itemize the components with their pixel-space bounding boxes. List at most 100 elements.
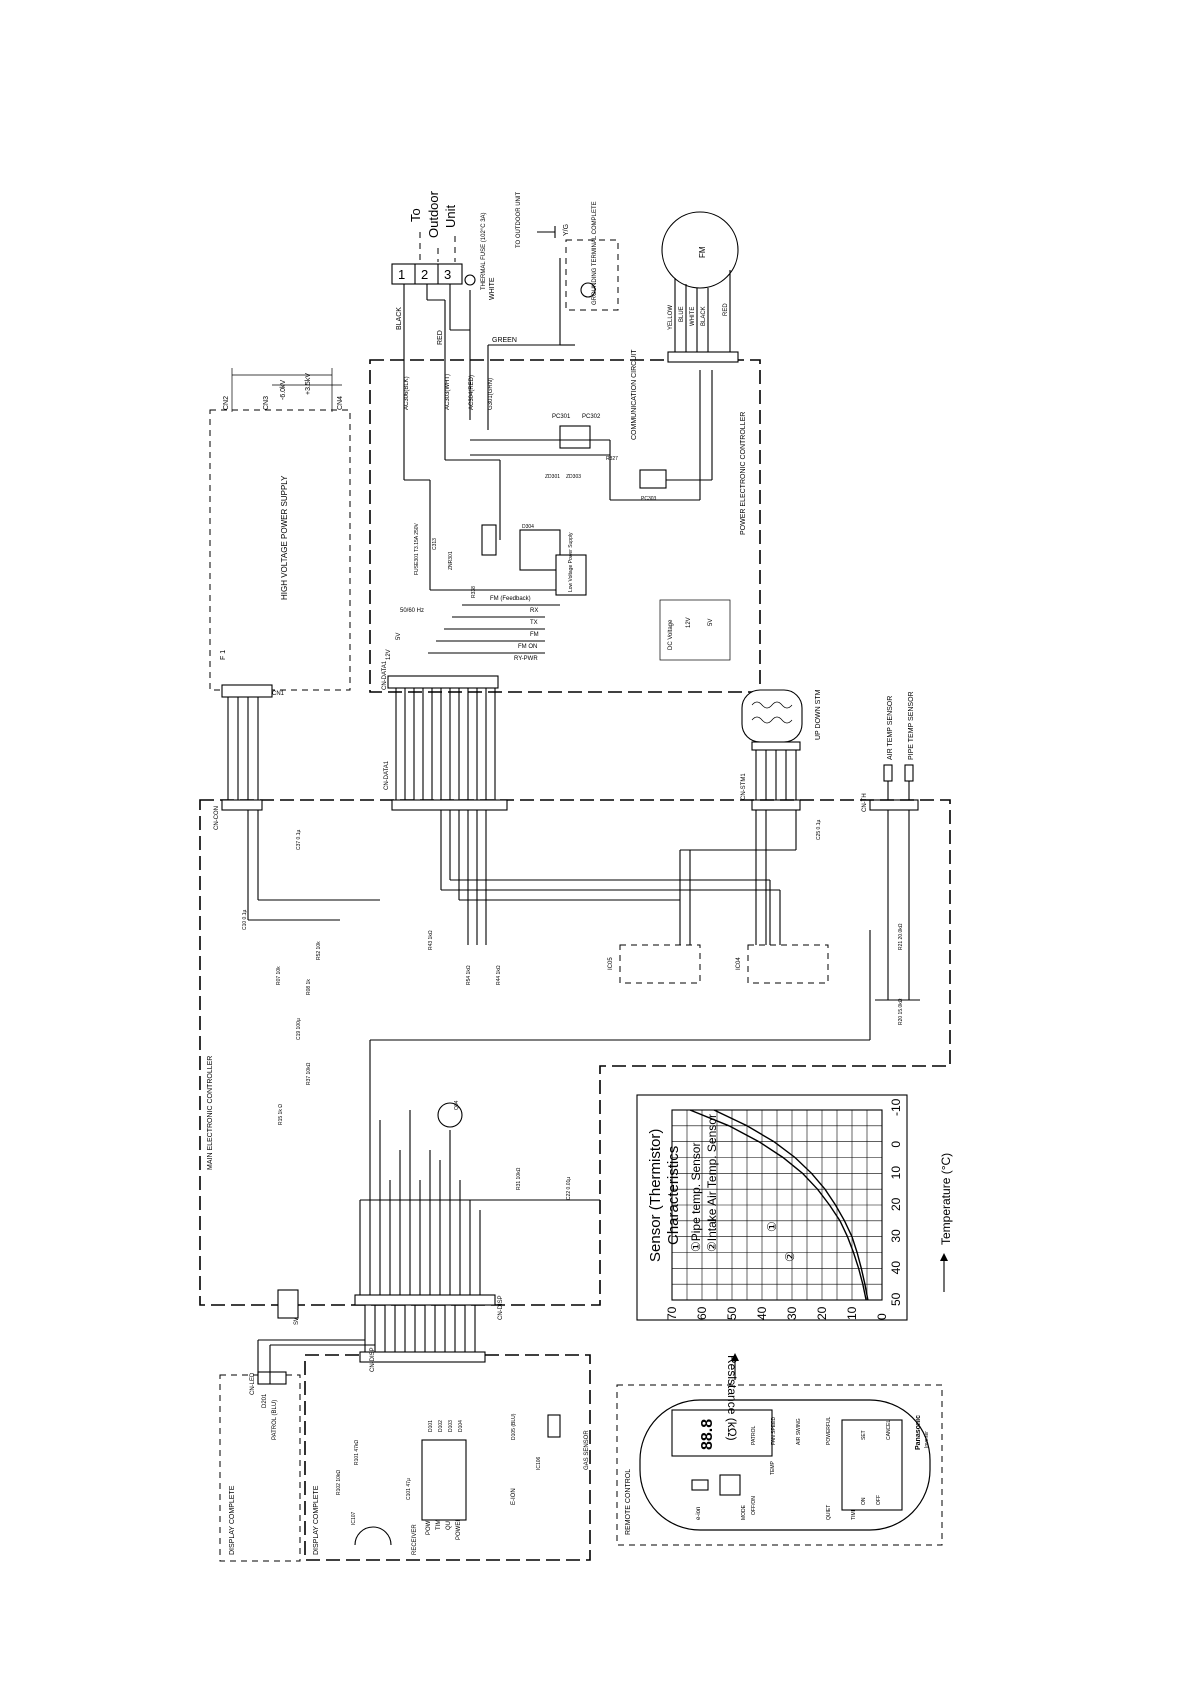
fm-wire-yellow: YELLOW	[668, 305, 674, 330]
cn3-label: CN3	[263, 396, 270, 410]
stepping-motor: UP DOWN STM CN-STM1	[741, 689, 822, 811]
pc-cn-data1	[387, 675, 499, 689]
high-voltage-power-supply: HIGH VOLTAGE POWER SUPPLY CN2 CN3 CN4 -6…	[209, 368, 351, 698]
part-r43: R43 1kΩ	[428, 930, 434, 950]
pc-5v: 5V	[396, 633, 402, 640]
part-r20: R20 15.0kΩ	[898, 998, 904, 1025]
fm-feedback-label: FM (Feedback)	[490, 596, 531, 602]
ic04-label: IC04	[736, 957, 742, 970]
remote-btn-cancel[interactable]: CANCEL	[886, 1419, 892, 1440]
remote-btn-air-swing[interactable]: AIR SWING	[796, 1418, 802, 1445]
minus-6kv-label: -6.0kV	[280, 379, 287, 400]
remote-btn-powerful[interactable]: POWERFUL	[826, 1416, 832, 1445]
x-tick-label: 20	[889, 1197, 903, 1211]
air-temp-sensor-label: AIR TEMP SENSOR	[887, 696, 894, 760]
x-tick-label: 10	[889, 1166, 903, 1180]
patrol-led-label: PATROL (BLU)	[272, 1400, 278, 1440]
d105-label: D105 (BLU)	[511, 1413, 517, 1440]
remote-btn-on[interactable]: ON	[861, 1497, 867, 1505]
led-label-box	[421, 1439, 467, 1521]
znr301-label: ZNR301	[448, 551, 454, 570]
outdoor-terminal-block: To Outdoor Unit 1 2 3 THERMAL FUSE (102°…	[391, 190, 619, 346]
remote-btn-fan-speed[interactable]: FAN SPEED	[771, 1417, 777, 1445]
dc-voltage-legend	[659, 599, 731, 661]
plus-35kv-label: +3.5kV	[305, 373, 312, 395]
cn-led-label: CN-LED	[250, 1372, 256, 1395]
chart-title-line2: Characteristics	[665, 1146, 682, 1245]
display-cable-main	[359, 1110, 481, 1295]
remote-btn-offon[interactable]: OFF/ON	[751, 1496, 757, 1515]
chart-title-line1: Sensor (Thermistor)	[647, 1129, 664, 1262]
y-tick-label: 50	[725, 1306, 739, 1320]
terminal-1: 1	[398, 267, 405, 282]
chart-ylabel: Resistance (kΩ)	[725, 1355, 739, 1441]
ic107-label: IC107	[351, 1511, 357, 1525]
series-intake-air-curve	[713, 1109, 869, 1301]
pc-12v: 12V	[386, 649, 392, 660]
c313-label: C313	[432, 538, 438, 550]
remote-btn-patrol[interactable]: PATROL	[751, 1426, 757, 1445]
remote-btn-timer[interactable]: TIMER	[851, 1504, 857, 1520]
signal-fm: FM	[530, 632, 539, 638]
chart-grid	[671, 1109, 883, 1301]
remote-btn-set[interactable]: SET	[861, 1430, 867, 1440]
remote-btn-e-ion[interactable]: e-ion	[696, 1507, 702, 1520]
db301-label: D304	[522, 524, 534, 530]
chart-series	[689, 1109, 869, 1301]
e-ion-label: E-ION	[511, 1488, 517, 1505]
part-r54: R54 1kΩ	[466, 965, 472, 985]
part-r52: R52 10k	[316, 941, 322, 960]
cn-disp-display-label: CN-DISP	[370, 1347, 376, 1372]
display-title-2: DISPLAY COMPLETE	[313, 1485, 320, 1555]
chart-frame	[636, 1094, 908, 1321]
y-tick-label: 70	[665, 1306, 679, 1320]
remote-btn-quiet[interactable]: QUIET	[826, 1505, 832, 1520]
part-c10: C10 0.1µ	[242, 909, 248, 930]
remote-e-ion-button[interactable]	[691, 1479, 709, 1491]
pc303-label: PC303	[641, 496, 657, 502]
sw01-switch	[277, 1289, 299, 1319]
y-tick-label: 10	[845, 1306, 859, 1320]
pc-cn-data1-label: CN-DATA1	[382, 660, 388, 690]
grounding-terminal-box	[565, 239, 619, 311]
dc-voltage-label: DC Voltage	[668, 619, 674, 650]
part-c19: C19 100µ	[296, 1018, 302, 1040]
fm-wire-red: RED	[723, 303, 729, 316]
air-temp-sensor-icon	[883, 764, 893, 782]
fm-wire-blue: BLUE	[679, 306, 685, 322]
part-r21: R21 20.0kΩ	[898, 923, 904, 950]
ic04	[747, 944, 829, 984]
power-controller-title: POWER ELECTRONIC CONTROLLER	[740, 412, 747, 535]
dc-12v-label: 12V	[686, 617, 692, 628]
ac306-label: AC306(BLK)	[404, 376, 410, 410]
ac304-label: AC304(RED)	[469, 375, 475, 410]
gas-sensor-icon	[547, 1414, 561, 1438]
y-axis-arrowhead	[731, 1353, 739, 1361]
pc302-label: PC302	[582, 414, 601, 420]
chart-legend-2: ②Intake Air Temp. Sensor	[705, 1114, 719, 1252]
chart-legend-1: ①Pipe temp. Sensor	[689, 1143, 703, 1252]
remote-control: REMOTE CONTROL 88.8 OFF/ON e-ion MODE TE…	[616, 1384, 943, 1546]
remote-btn-off[interactable]: OFF	[876, 1495, 882, 1505]
ic05	[619, 944, 701, 984]
remote-lcd	[671, 1409, 773, 1457]
d104-label: D104	[458, 1420, 464, 1432]
zd303-label: ZD303	[566, 474, 581, 480]
part-c25: C25 0.1µ	[816, 819, 822, 840]
cn-th-label: CN-TH	[862, 793, 868, 812]
remote-power-button[interactable]	[719, 1474, 741, 1496]
d201-label: D201	[262, 1393, 268, 1408]
fm-wire-black: BLACK	[701, 306, 707, 326]
power-electronic-controller: POWER ELECTRONIC CONTROLLER AC306(BLK) A…	[369, 349, 761, 693]
y-tick-label: 20	[815, 1306, 829, 1320]
remote-btn-temp[interactable]: TEMP	[770, 1460, 776, 1475]
ic05-label: IC05	[608, 957, 614, 970]
c101-label: C101 47µ	[406, 1478, 412, 1500]
remote-btn-mode[interactable]: MODE	[741, 1504, 747, 1520]
remote-title: REMOTE CONTROL	[625, 1469, 632, 1535]
display-cable	[364, 1305, 476, 1352]
bridge-rectifier	[519, 529, 561, 571]
low-voltage-supply-box	[555, 554, 587, 596]
